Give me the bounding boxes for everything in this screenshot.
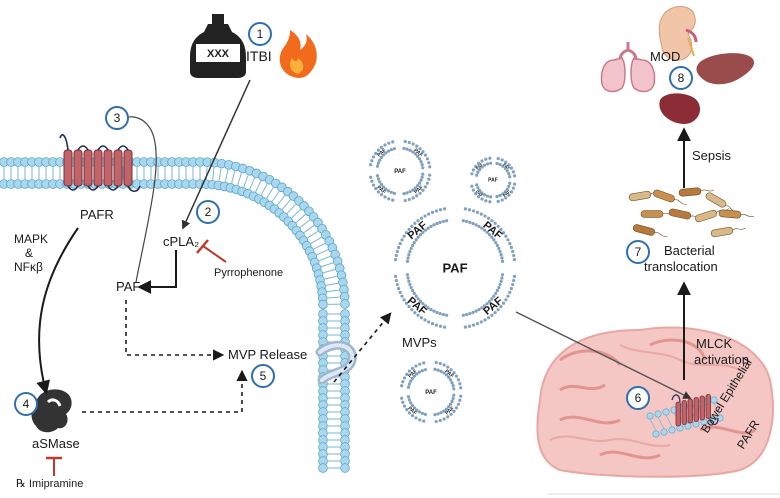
label-mvps: MVPs xyxy=(402,335,437,350)
svg-text:PAF: PAF xyxy=(407,369,418,380)
svg-text:PAF: PAF xyxy=(394,169,406,175)
svg-text:XXX: XXX xyxy=(207,48,230,60)
arrow-paf-to-pafr xyxy=(113,116,157,283)
svg-text:PAF: PAF xyxy=(502,189,512,198)
label-activation: activation xyxy=(694,352,749,367)
kidney-icon xyxy=(658,6,698,61)
inhibitor-pyrrophenone xyxy=(202,245,227,263)
step-badge-5: 5 xyxy=(251,364,275,388)
svg-text:PAF: PAF xyxy=(481,295,505,318)
label-mod: MOD xyxy=(650,49,681,64)
step-badge-2: 2 xyxy=(196,200,220,224)
label-mapk: MAPK xyxy=(14,232,49,246)
step-badge-7: 7 xyxy=(626,240,650,264)
asmase-enzyme-icon xyxy=(31,389,72,433)
svg-text:PAF: PAF xyxy=(502,162,512,171)
label-itbi: ITBI xyxy=(246,48,272,64)
svg-text:PAF: PAF xyxy=(480,219,504,242)
step-badge-3: 3 xyxy=(105,106,129,130)
pafr-receptor-icon xyxy=(59,134,141,193)
arrow-itbi-to-cpla2 xyxy=(181,79,251,230)
arrow-cpla2-to-paf xyxy=(137,250,177,294)
svg-text:PAF: PAF xyxy=(406,219,430,242)
svg-text:PAF: PAF xyxy=(413,185,424,196)
label-pyrrophenone: Pyrrophenone xyxy=(214,267,284,279)
svg-text:PAF: PAF xyxy=(444,406,455,417)
step-badge-4: 4 xyxy=(14,392,38,416)
asmase-highlight xyxy=(46,398,62,407)
svg-text:PAF: PAF xyxy=(488,178,498,184)
label-mvp-release: MVP Release xyxy=(228,347,308,362)
label-sepsis: Sepsis xyxy=(692,148,732,163)
arrow-release-to-mvps xyxy=(333,312,392,383)
label-nfkb: NFκβ xyxy=(14,260,43,274)
label-cpla2: cPLA₂ xyxy=(163,234,200,249)
label-imipramine: ℞ Imipramine xyxy=(16,478,84,490)
arrow-pafr-to-asmase xyxy=(36,227,79,395)
arrow-asmase-to-mvp-release xyxy=(82,369,248,413)
svg-text:PAF: PAF xyxy=(475,161,485,170)
inhibitor-bar-pyrrophenone xyxy=(196,239,209,254)
liver-icon xyxy=(696,53,755,85)
label-asmase: aSMase xyxy=(32,436,80,451)
svg-text:PAF: PAF xyxy=(444,369,455,380)
label-bacterial: Bacterial xyxy=(664,243,715,258)
bottle-icon: XXX xyxy=(190,14,246,78)
label-mlck: MLCK xyxy=(696,336,733,351)
flame-icon xyxy=(279,30,317,78)
bowel-pafr-receptor-icon xyxy=(646,394,724,438)
svg-text:PAF: PAF xyxy=(375,185,386,196)
lungs-icon xyxy=(600,42,656,93)
spleen-icon xyxy=(659,93,701,124)
svg-text:PAF: PAF xyxy=(475,189,485,198)
svg-text:PAF: PAF xyxy=(425,390,437,396)
pathway-arrows xyxy=(36,79,692,476)
step-badge-8: 8 xyxy=(669,66,693,90)
arrow-mvps-to-bowel xyxy=(515,311,692,399)
step-badge-6: 6 xyxy=(626,386,650,410)
label-translocation: translocation xyxy=(644,259,718,274)
label-paf: PAF xyxy=(116,279,141,294)
label-amp: & xyxy=(25,246,34,260)
label-pafr: PAFR xyxy=(80,207,114,222)
vesicle-release-pore xyxy=(315,340,357,385)
arrow-paf-to-mvp-release xyxy=(125,300,225,361)
step-badge-1: 1 xyxy=(248,22,272,46)
svg-text:PAF: PAF xyxy=(406,406,417,417)
intestine-illustration xyxy=(536,326,774,478)
svg-text:PAF: PAF xyxy=(442,260,467,275)
bacteria-cluster xyxy=(628,187,755,238)
svg-text:PAF: PAF xyxy=(376,148,387,159)
svg-text:PAF: PAF xyxy=(413,148,424,159)
